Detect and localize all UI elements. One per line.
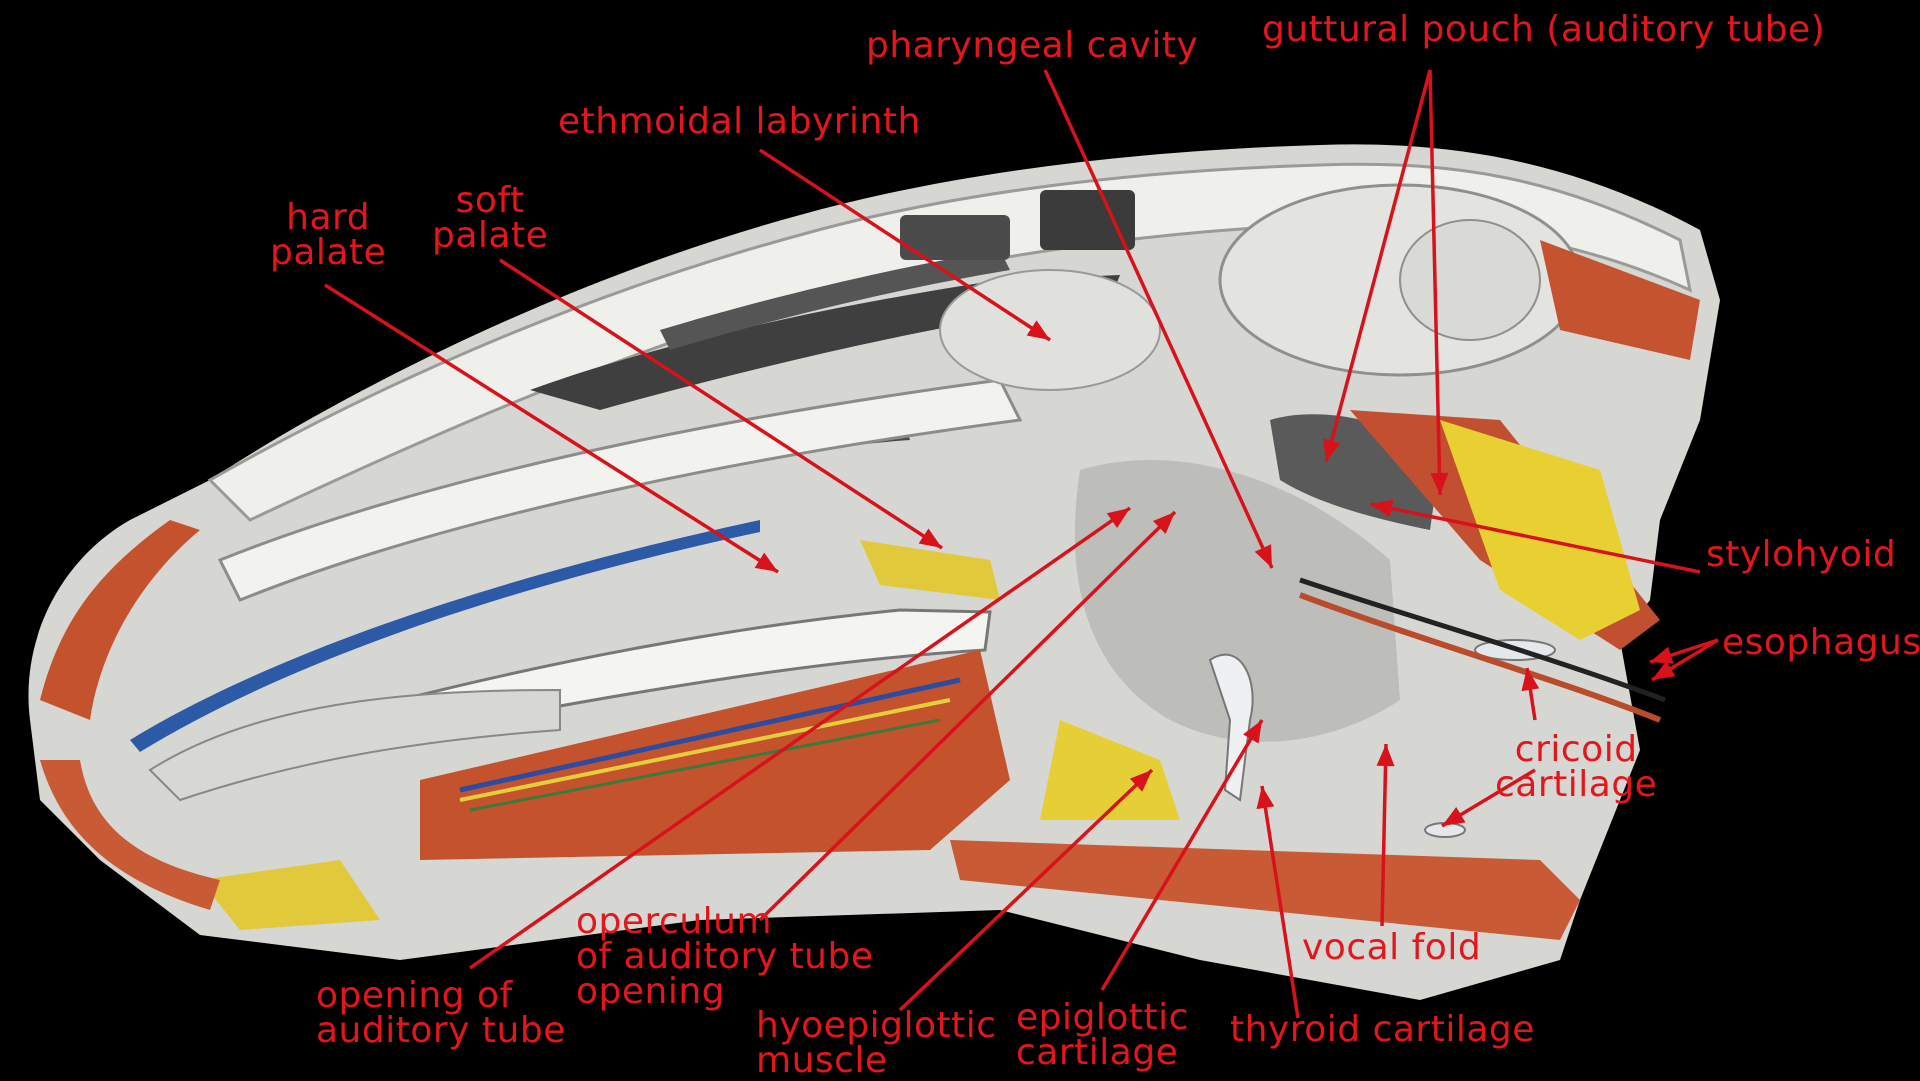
arrow-esophagus-1-head [1650, 647, 1674, 664]
label-operculum: operculum of auditory tube opening [576, 904, 874, 1009]
label-opening-auditory-tube: opening of auditory tube [316, 978, 566, 1048]
label-hyoepiglottic-muscle: hyoepiglottic muscle [756, 1008, 997, 1078]
label-ethmoidal-labyrinth: ethmoidal labyrinth [558, 104, 921, 139]
label-pharyngeal-cavity: pharyngeal cavity [866, 28, 1198, 63]
label-cricoid-cartilage: cricoid cartilage [1495, 732, 1657, 802]
label-stylohyoid: stylohyoid [1706, 537, 1896, 572]
label-guttural-pouch: guttural pouch (auditory tube) [1262, 12, 1825, 47]
cerebellum [1400, 220, 1540, 340]
label-esophagus: esophagus [1722, 625, 1920, 660]
label-thyroid-cartilage: thyroid cartilage [1230, 1012, 1535, 1047]
frontal-sinus [1040, 190, 1135, 250]
label-vocal-fold: vocal fold [1302, 930, 1481, 965]
arrow-esophagus-2-head [1652, 661, 1675, 680]
label-soft-palate: soft palate [432, 183, 548, 253]
label-hard-palate: hard palate [270, 200, 386, 270]
label-epiglottic-cartilage: epiglottic cartilage [1016, 1000, 1189, 1070]
